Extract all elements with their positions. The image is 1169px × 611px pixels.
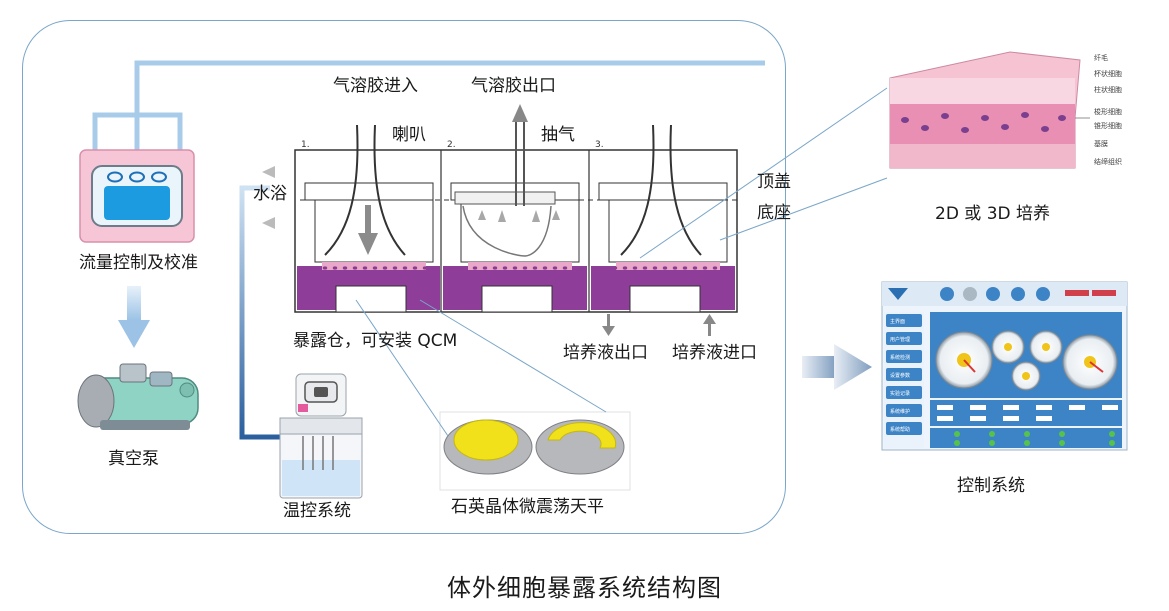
control-menu-item-home: 主界面 [890,318,905,325]
control-menu-item-maintain: 系统维护 [890,408,910,415]
flow-control-label: 流量控制及校准 [79,253,198,273]
tissue-label-basement: 基膜 [1094,139,1108,148]
temp-control-label: 温控系统 [283,501,351,521]
tissue-label-columnar: 柱状细胞 [1094,85,1122,94]
tissue-label-goblet: 杯状细胞 [1094,69,1122,78]
medium-out-label: 培养液出口 [563,343,648,363]
culture-label: 2D 或 3D 培养 [935,204,1051,224]
chamber-number-3: 3. [595,140,604,150]
qcm-discs [355,299,631,491]
flow-pipes [92,60,765,440]
tissue-label-connective: 结缔组织 [1094,157,1122,166]
flow-control-device [79,149,195,243]
horn-label: 喇叭 [392,125,426,145]
tissue-labels: 纤毛 杯状细胞 柱状细胞 梭形细胞 锥形细胞 基膜 结缔组织 [1094,53,1122,166]
base-label: 底座 [757,203,791,223]
system-frame [22,20,786,534]
exhaust-label: 抽气 [541,125,575,145]
exposure-chamber [262,104,738,336]
tissue-label-cilia: 纤毛 [1094,53,1108,62]
exposure-chamber-label: 暴露仓，可安装 QCM [293,331,458,351]
vacuum-pump-label: 真空泵 [108,449,159,469]
tissue-label-cone: 锥形细胞 [1094,121,1122,130]
water-bath-label: 水浴 [253,184,287,204]
control-menu-item-check: 系统检测 [890,354,910,361]
control-menu-item-records: 实验记录 [890,390,910,397]
temp-control-unit [279,373,363,499]
tissue-label-spindle: 梭形细胞 [1094,107,1122,116]
figure-caption: 体外细胞暴露系统结构图 [447,574,722,602]
control-system-label: 控制系统 [957,476,1025,496]
vacuum-pump [77,363,199,430]
arrow-to-control [802,344,872,390]
top-cover-label: 顶盖 [757,172,791,192]
aerosol-in-label: 气溶胶进入 [333,76,418,96]
tissue-illustration [639,51,1090,259]
control-menu-item-params: 设置参数 [890,372,910,379]
qcm-label: 石英晶体微震荡天平 [451,497,604,517]
control-menu-labels: 主界面 用户管理 系统检测 设置参数 实验记录 系统维护 系统帮助 [890,318,910,433]
chamber-number-1: 1. [301,140,310,150]
control-menu-item-users: 用户管理 [890,336,910,343]
control-menu-item-help: 系统帮助 [890,426,910,433]
chamber-number-2: 2. [447,140,456,150]
control-panel [881,281,1128,451]
medium-in-label: 培养液进口 [672,343,757,363]
aerosol-out-label: 气溶胶出口 [471,76,556,96]
